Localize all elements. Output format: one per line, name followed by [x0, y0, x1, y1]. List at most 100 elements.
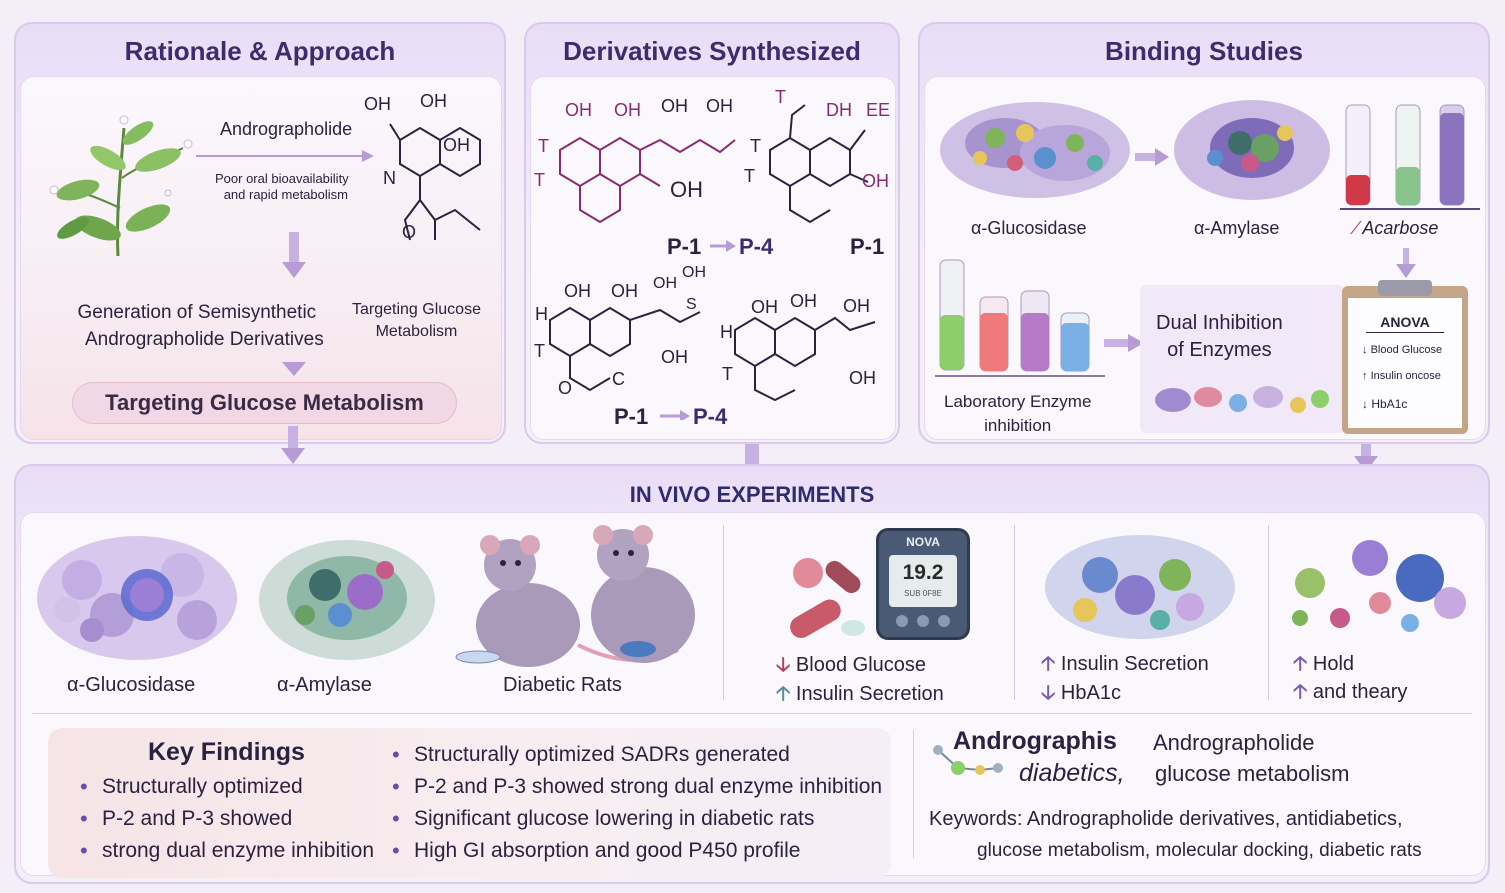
down-arrow-icon: [282, 262, 306, 278]
key-findings-title: Key Findings: [148, 738, 305, 766]
divider: [1268, 525, 1269, 700]
molecules-illustration: [1292, 540, 1466, 632]
anova-item-1: ↓ Blood Glucose: [1362, 344, 1443, 356]
chem-oh: OH: [790, 291, 817, 311]
andrographis-name: Andrographis: [953, 727, 1117, 755]
diabetic-rats-illustration: [455, 525, 695, 667]
topic-glucose-metabolism: glucose metabolism: [1155, 761, 1350, 786]
effect-theary: 🡡 and theary: [1293, 681, 1408, 703]
rationale-title: Rationale & Approach: [124, 36, 396, 66]
chem-oh: OH: [706, 96, 733, 116]
diabetics-name: diabetics,: [1019, 759, 1125, 787]
rationale-panel: Rationale & Approach: [14, 22, 506, 444]
label-p4-top: P-4: [739, 234, 774, 259]
up-arrow-icon: 🡡: [1293, 681, 1313, 703]
right-arrow-icon: [1135, 148, 1169, 166]
meter-screen: 19.2 SUB 0F8E: [889, 555, 957, 607]
pills-and-capsules-icon: [790, 558, 865, 638]
right-arrow-icon: [1104, 334, 1144, 352]
up-arrow-icon: 🡡: [776, 683, 796, 705]
down-arrow-icon: ↓: [1362, 344, 1371, 356]
lab-tubes-icon: [935, 259, 1105, 377]
chem-oh: OH: [682, 264, 706, 281]
anova-title: ANOVA: [1366, 314, 1444, 333]
list-item: Structurally optimized: [78, 771, 374, 803]
list-item: High GI absorption and good P450 profile: [390, 835, 882, 867]
insulin-protein-icon: [1045, 535, 1235, 639]
up-arrow-icon: 🡡: [1293, 653, 1313, 675]
meter-buttons: [891, 615, 955, 629]
alpha-amylase-protein-icon: [259, 540, 435, 660]
meter-brand: NOVA: [906, 535, 940, 549]
meter-sub: SUB 0F8E: [904, 589, 942, 598]
arrow-shaft: [288, 426, 298, 448]
effect-hold: 🡡 Hold: [1293, 653, 1355, 675]
chem-oh: OH: [565, 100, 592, 120]
meter-button: [916, 615, 929, 627]
chem-oh: OH: [849, 368, 876, 388]
targeting-glucose-pill: Targeting Glucose Metabolism: [72, 382, 457, 424]
chem-dh: DH: [826, 100, 852, 120]
chem-oh-large: OH: [670, 177, 703, 202]
label-p1-right: P-1: [850, 234, 885, 259]
binding-enzyme2-label: α-Amylase: [1194, 218, 1280, 238]
arrow-shaft: [1361, 444, 1371, 456]
anova-item-3: ↓ HbA1c: [1362, 397, 1408, 411]
chem-oh-2: OH: [420, 91, 447, 111]
chem-oh: OH: [653, 275, 677, 292]
keywords-line-1: Keywords: Andrographolide derivatives, a…: [929, 808, 1403, 830]
chem-o: O: [558, 378, 573, 398]
topic-andrographolide: Andrographolide: [1153, 730, 1315, 755]
test-tubes-icon: [1340, 104, 1480, 210]
chem-oh: OH: [843, 296, 870, 316]
list-item-continuation: strong dual enzyme inhibition: [78, 835, 374, 867]
chem-t: T: [722, 364, 733, 384]
label-p4-bottom: P-4: [693, 404, 728, 429]
chem-h: H: [720, 322, 733, 342]
binding-enzyme1-label: α-Glucosidase: [971, 218, 1087, 238]
pills-illustration: [1155, 386, 1329, 413]
up-arrow-icon: ↑: [1362, 370, 1371, 382]
chem-n: N: [383, 168, 396, 188]
effect-hba1c: 🡣 HbA1c: [1041, 682, 1121, 704]
glucose-meter: NOVA 19.2 SUB 0F8E: [876, 528, 970, 640]
keywords-line-2: glucose metabolism, molecular docking, d…: [977, 840, 1422, 861]
dual-inhibition-label: Dual Inhibition of Enzymes: [1156, 312, 1283, 361]
list-item: Significant glucose lowering in diabetic…: [390, 803, 882, 835]
meter-button: [938, 615, 951, 627]
chem-oh: OH: [862, 171, 889, 191]
down-arrow-icon: [282, 362, 306, 376]
lab-enzyme-label: Laboratory Enzyme inhibition: [944, 392, 1092, 435]
chem-ee: EE: [866, 100, 891, 120]
down-arrow-icon: 🡣: [776, 654, 796, 676]
chem-t: T: [538, 136, 549, 156]
down-arrow-icon: 🡣: [1041, 682, 1061, 704]
alpha-glucosidase-protein-icon: [37, 536, 237, 660]
clipboard-clip: [1378, 280, 1432, 296]
label-p1-bottom: P-1: [614, 404, 649, 429]
list-item: P-2 and P-3 showed: [78, 803, 374, 835]
findings-left-list: Structurally optimized P-2 and P-3 showe…: [78, 771, 374, 867]
invivo-title: IN VIVO EXPERIMENTS: [629, 482, 875, 507]
effect-insulin-secretion: 🡡 Insulin Secretion: [776, 683, 944, 705]
arrow-shaft: [745, 444, 759, 466]
invivo-item-2: α-Amylase: [277, 674, 372, 696]
findings-right-list: Structurally optimized SADRs generated P…: [390, 739, 882, 867]
chem-h: H: [535, 304, 548, 324]
chem-oh: OH: [661, 347, 688, 367]
arrow-shaft: [289, 232, 299, 262]
list-item: Structurally optimized SADRs generated: [390, 739, 882, 771]
right-arrow-icon: [196, 150, 374, 162]
anova-clipboard: ANOVA ↓ Blood Glucose ↑ Insulin oncose ↓…: [1342, 280, 1468, 434]
effect-insulin-secretion-2: 🡡 Insulin Secretion: [1041, 653, 1209, 675]
meter-value: 19.2: [902, 561, 944, 584]
chem-t: T: [744, 166, 755, 186]
divider: [723, 525, 724, 700]
chem-oh: OH: [611, 281, 638, 301]
chem-oh: OH: [661, 96, 688, 116]
chem-oh-1: OH: [364, 94, 391, 114]
divider: [913, 730, 914, 858]
alpha-glucosidase-protein-icon: [940, 102, 1130, 198]
divider: [1014, 525, 1015, 700]
targeting-glucose-label: Targeting Glucose Metabolism: [352, 301, 481, 340]
